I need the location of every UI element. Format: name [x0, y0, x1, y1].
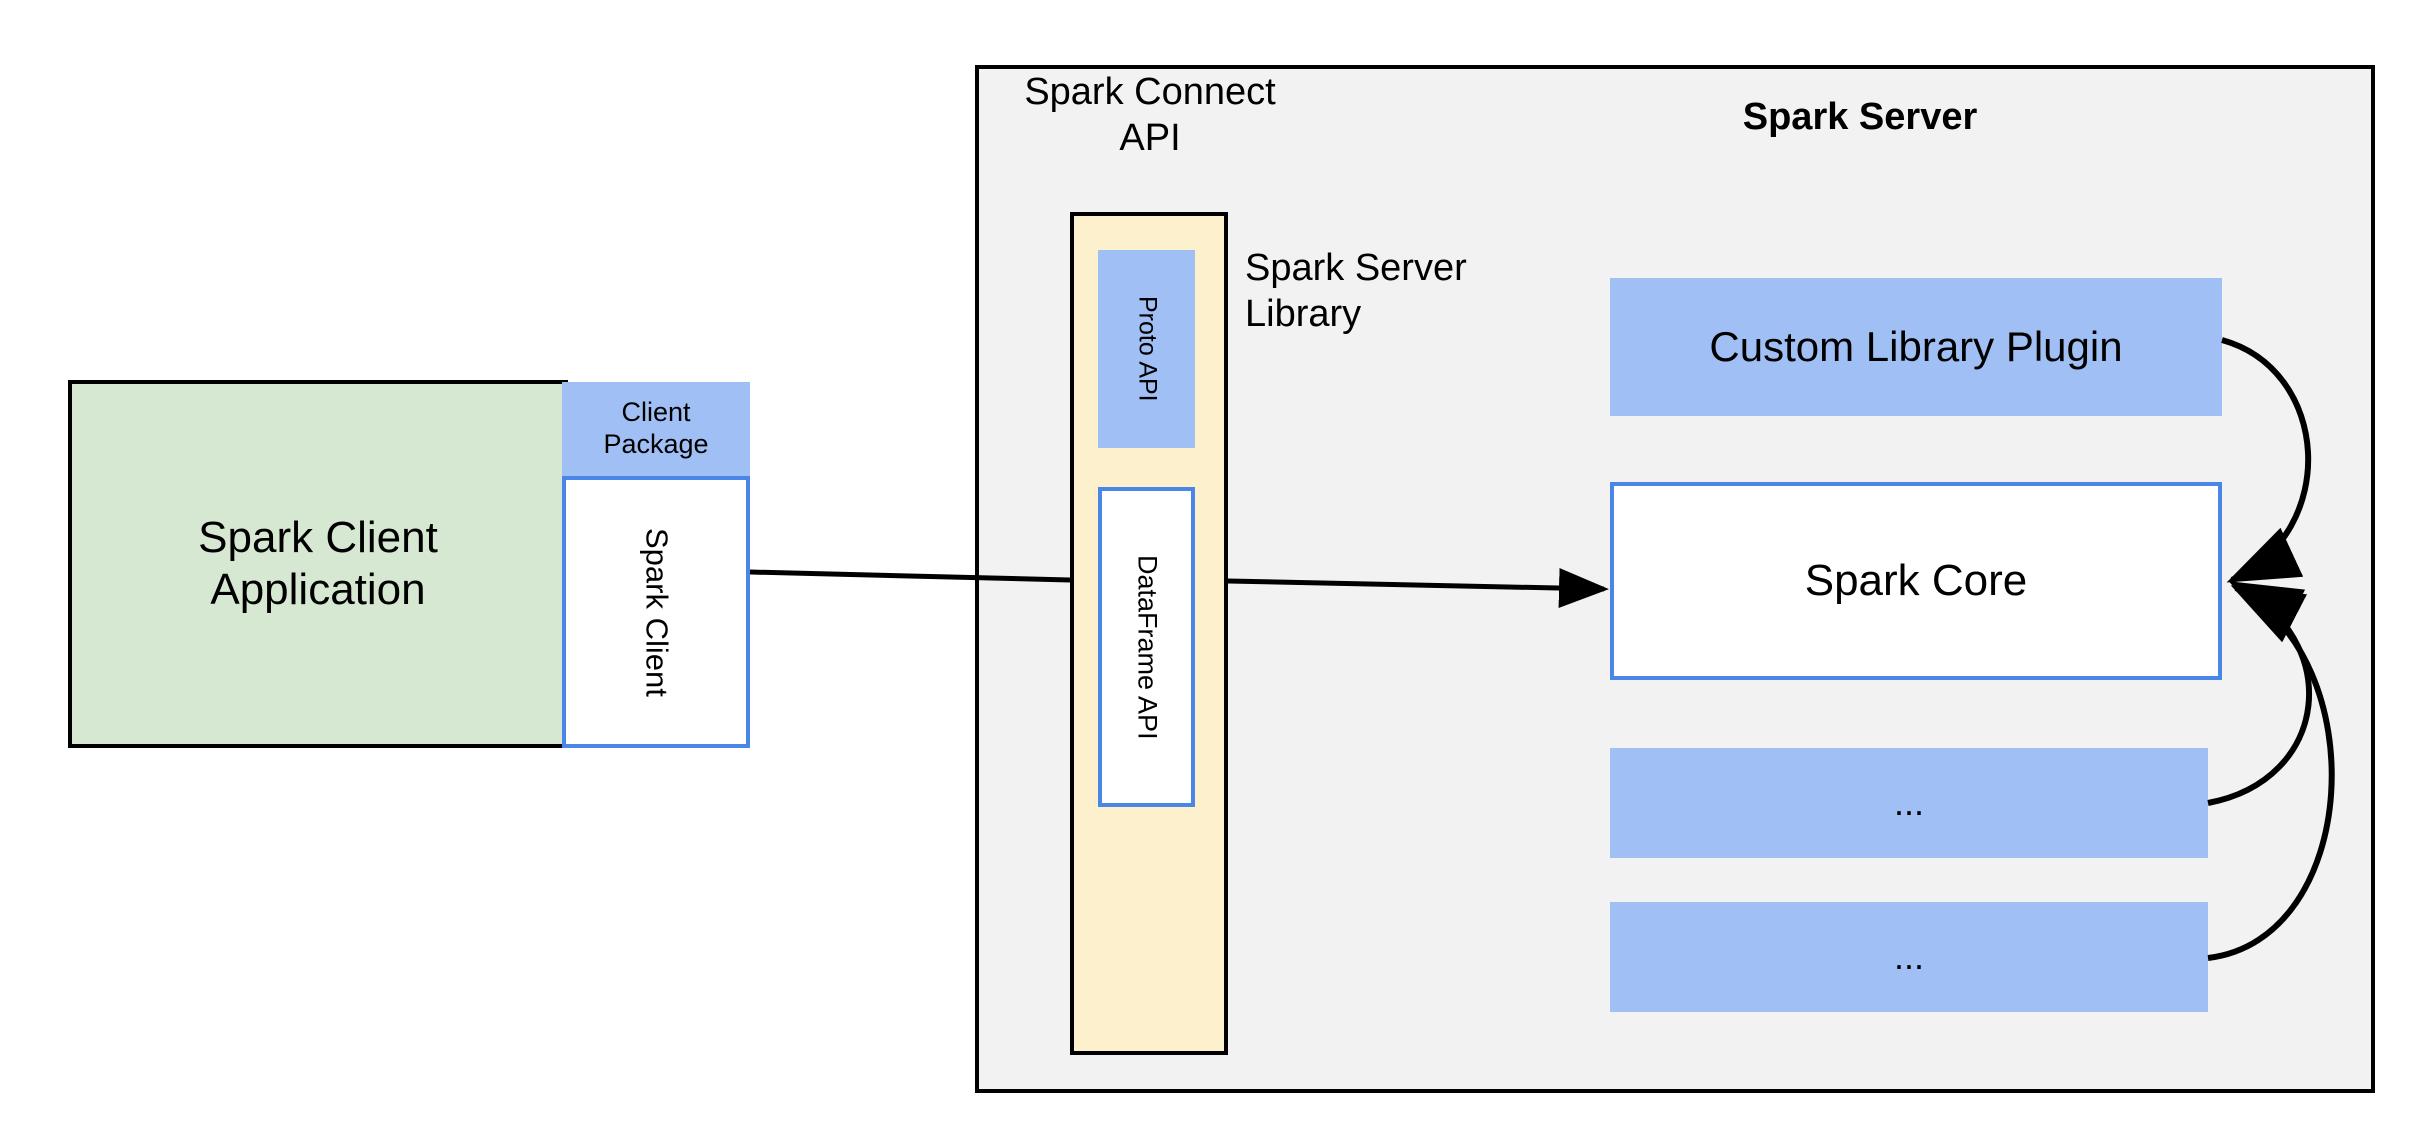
dataframe-api-label: DataFrame API [1132, 554, 1163, 740]
ellipsis-box-2: ... [1610, 902, 2208, 1012]
spark-core-box: Spark Core [1610, 482, 2222, 680]
ellipsis-box-1: ... [1610, 748, 2208, 858]
proto-api-label: Proto API [1133, 296, 1162, 402]
spark-client-box: Spark Client [562, 476, 750, 748]
client-package-box: Client Package [562, 382, 750, 476]
spark-connect-api-label: Spark Connect API [1024, 71, 1276, 159]
spark-server-library-label: Spark Server Library [1245, 247, 1467, 335]
dataframe-api-box: DataFrame API [1098, 487, 1195, 807]
proto-api-box: Proto API [1098, 250, 1195, 448]
spark-client-application-box: Spark Client Application [68, 380, 568, 748]
spark-client-label: Spark Client [639, 527, 675, 697]
spark-server-title: Spark Server [1742, 96, 1978, 138]
custom-library-plugin-box: Custom Library Plugin [1610, 278, 2222, 416]
